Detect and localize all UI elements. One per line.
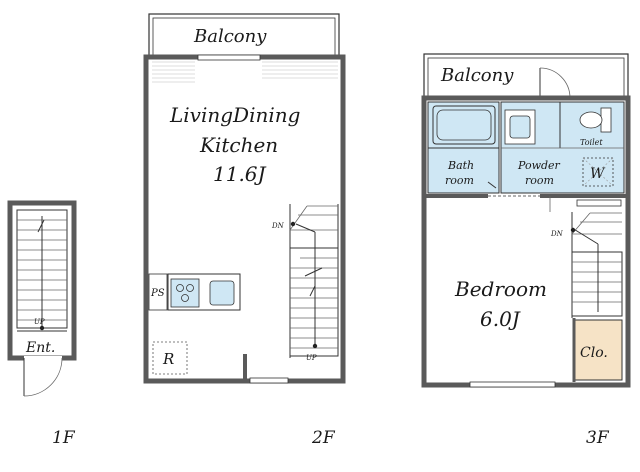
- 3f-toilet-label: Toilet: [580, 138, 603, 147]
- 3f-stair-dn-dot: [570, 227, 576, 233]
- 2f-stair-up-dot: [312, 343, 318, 349]
- 3f-stairs: [570, 212, 623, 318]
- 3f-floor-label: 3F: [586, 428, 610, 448]
- 1f-up-label: UP: [34, 318, 45, 326]
- 2f-kitchen-counter: [167, 273, 241, 311]
- 3f-closet-label: Clo.: [580, 345, 608, 361]
- 3f-bath-label-2: room: [445, 174, 474, 187]
- 1f-stair-start-dot: [39, 325, 45, 331]
- 1f-floor-label: 1F: [52, 428, 76, 448]
- 2f-floor-label: 2F: [311, 428, 336, 448]
- 1f-entrance-door: [23, 356, 63, 397]
- 1f-entrance-label: Ent.: [25, 340, 55, 356]
- 2f-r-box: [152, 341, 188, 375]
- 3f-bathtub: [432, 105, 496, 145]
- 3f-shelf: [576, 199, 622, 207]
- 3f-w-box: [582, 157, 614, 187]
- 2f-r-label: R: [162, 350, 174, 368]
- 3f-balcony-label: Balcony: [440, 65, 514, 86]
- 3f-closet: [573, 319, 623, 381]
- 2f-kitchen-label: Kitchen: [199, 133, 278, 157]
- 3f-bedroom-size: 6.0J: [480, 307, 521, 331]
- 3f-powder-label-1: Powder: [517, 159, 561, 172]
- floor-1f: UP Ent. 1F: [7, 200, 77, 448]
- 2f-dn-label: DN: [271, 222, 285, 230]
- 2f-up-label: UP: [306, 354, 317, 362]
- 2f-hatch-top: [152, 61, 195, 83]
- 3f-powder-label-2: room: [525, 174, 554, 187]
- 2f-hatch-top-right: [262, 61, 338, 79]
- 2f-ps-label: PS: [150, 288, 165, 299]
- 2f-stairs: [289, 204, 339, 358]
- 2f-ps-box: [148, 273, 168, 311]
- 3f-toilet: [579, 107, 612, 133]
- 2f-stair-dn-dot: [290, 221, 296, 227]
- 2f-sink: [209, 280, 235, 306]
- floor-3f: Balcony Bath room Toilet Powder roo: [421, 53, 631, 448]
- 2f-stove: [170, 278, 200, 308]
- 1f-stairs: [16, 209, 68, 331]
- 3f-bedroom-label: Bedroom: [454, 277, 547, 301]
- 2f-balcony-label: Balcony: [193, 26, 267, 47]
- 3f-dn-label: DN: [550, 230, 564, 238]
- floor-2f: Balcony LivingDining Kitchen 11.6J: [143, 13, 346, 448]
- 3f-bath-label-1: Bath: [447, 159, 474, 172]
- 2f-ldk-size: 11.6J: [213, 162, 267, 186]
- 3f-w-label: W: [590, 166, 606, 182]
- 2f-ldk-label: LivingDining: [169, 103, 300, 127]
- 3f-balcony-door: [539, 67, 571, 99]
